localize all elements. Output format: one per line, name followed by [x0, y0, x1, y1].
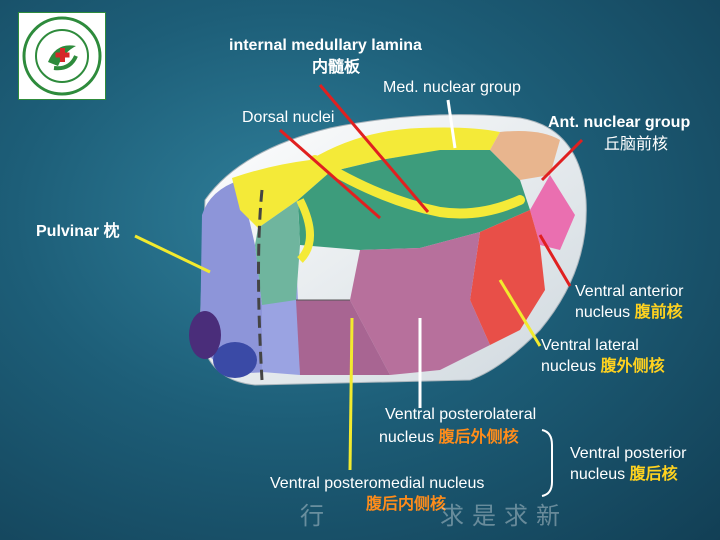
pointer-line-med — [446, 99, 457, 149]
pointer-line-ant — [540, 138, 584, 182]
pointer-line-va — [538, 234, 572, 287]
university-logo — [17, 11, 107, 101]
anterior-nucleus-region — [490, 131, 560, 180]
label-ant-nuclear-group-cn: 丘脑前核 — [604, 136, 669, 153]
label-ventral-anterior-line1: Ventral anterior — [575, 283, 684, 300]
pointer-line-vpm — [348, 317, 354, 471]
dorsal-nuclei-region — [232, 160, 330, 228]
vpl-region — [350, 232, 490, 375]
label-ventral-anterior-line2: nucleus 腹前核 — [575, 303, 683, 323]
label-vp-line1: Ventral posterior — [570, 445, 687, 462]
logo-icon — [17, 11, 107, 101]
label-ventral-lateral-cn: 腹外侧核 — [600, 358, 665, 375]
label-ventral-lateral-line1: Ventral lateral — [541, 337, 639, 354]
lateral-dorsal-region — [255, 200, 300, 305]
label-vp-cn: 腹后核 — [629, 466, 678, 483]
watermark-left: 行 — [300, 502, 332, 530]
label-vpl-cn: 腹后外侧核 — [438, 429, 519, 446]
label-vp-en: nucleus — [570, 466, 626, 483]
pointer-line-lamina — [318, 84, 430, 213]
bracket — [541, 429, 553, 497]
label-vpl-line2: nucleus 腹后外侧核 — [379, 428, 519, 448]
internal-medullary-lamina — [310, 155, 525, 219]
lateral-geniculate — [189, 311, 221, 359]
ventral-lateral-region — [470, 210, 545, 345]
pointer-line-pulvinar — [134, 234, 211, 274]
label-dorsal-nuclei: Dorsal nuclei — [242, 109, 335, 126]
label-ant-nuclear-group: Ant. nuclear group — [548, 114, 691, 131]
label-internal-medullary-lamina: internal medullary lamina — [229, 37, 422, 54]
label-ventral-lateral-line2: nucleus 腹外侧核 — [541, 357, 665, 377]
vpm-region — [296, 300, 390, 375]
label-vpl-en: nucleus — [379, 429, 435, 446]
pointer-line-vl — [498, 279, 542, 347]
ventral-anterior-region — [530, 175, 575, 250]
label-pulvinar: Pulvinar 枕 — [36, 222, 120, 242]
label-med-nuclear-group: Med. nuclear group — [383, 79, 521, 96]
watermark-right: 求是求新 — [440, 502, 568, 530]
label-vpm: Ventral posteromedial nucleus — [270, 475, 485, 492]
label-vpl-line1: Ventral posterolateral — [385, 406, 537, 423]
label-ventral-anterior-en: nucleus — [575, 304, 631, 321]
pointer-line-dorsal — [279, 128, 381, 220]
label-ventral-lateral-en: nucleus — [541, 358, 597, 375]
label-pulvinar-cn: 枕 — [103, 223, 120, 240]
label-vp-line2: nucleus 腹后核 — [570, 465, 678, 485]
medial-nuclear-region — [298, 150, 530, 250]
label-internal-medullary-lamina-cn: 内髓板 — [312, 59, 361, 76]
label-ventral-anterior-cn: 腹前核 — [634, 304, 683, 321]
medial-geniculate — [213, 342, 257, 378]
dashed-boundary — [257, 189, 264, 381]
label-vpm-cn: 腹后内侧核 — [366, 496, 447, 513]
label-pulvinar-en: Pulvinar — [36, 223, 100, 240]
